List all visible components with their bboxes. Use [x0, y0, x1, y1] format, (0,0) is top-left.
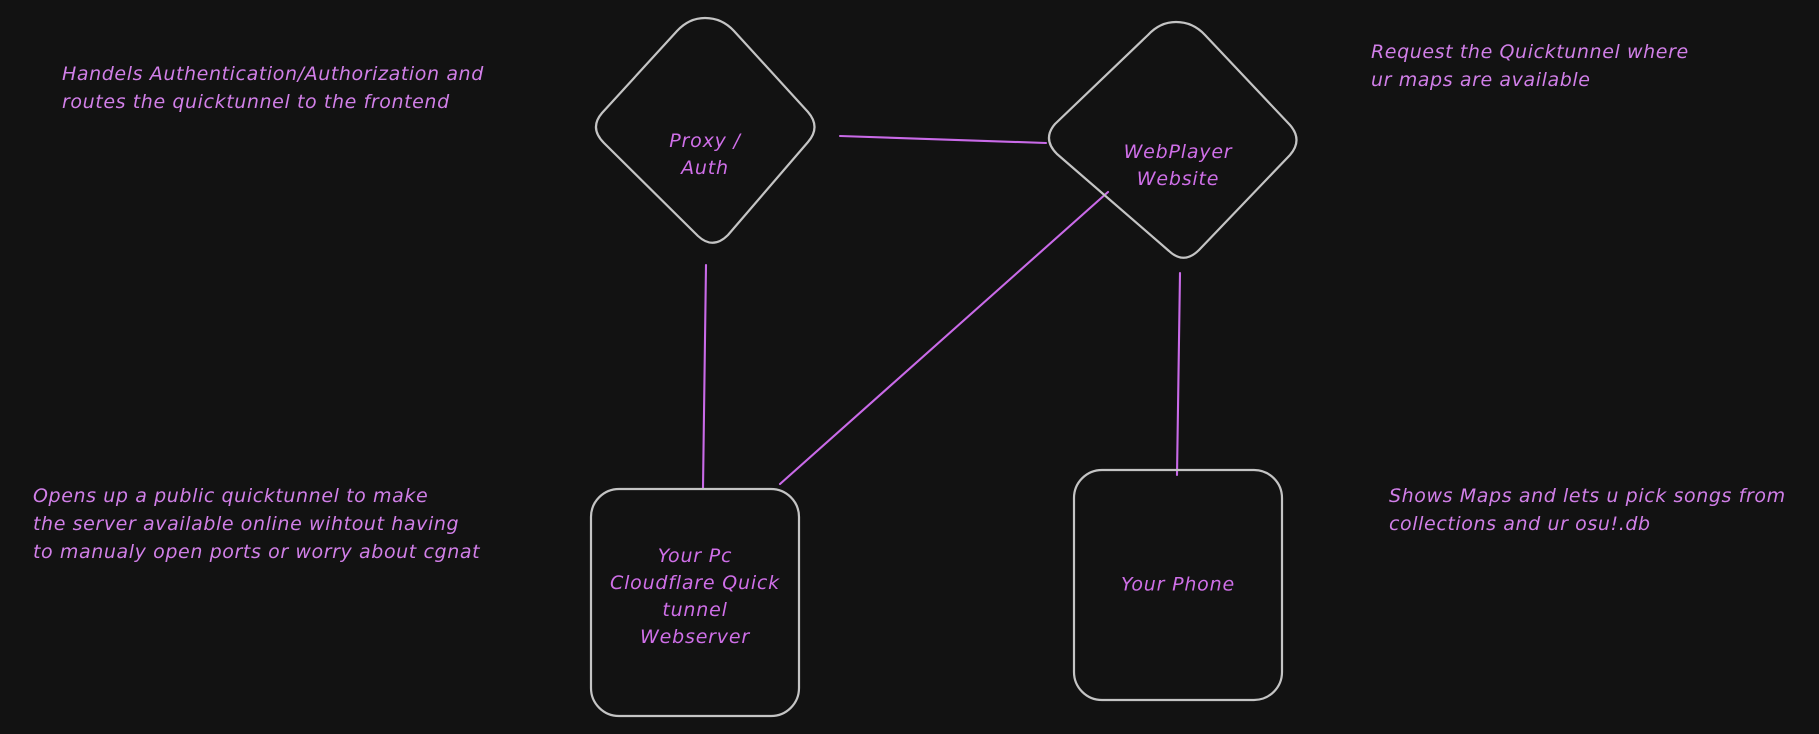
annotation-your-phone: Shows Maps and lets u pick songs from co… [1389, 485, 1786, 535]
node-webplayer-website-shape[interactable] [1047, 20, 1298, 259]
node-your-pc-shape[interactable] [589, 487, 801, 718]
edge-webplayer-to-your-pc[interactable] [778, 190, 1110, 486]
node-your-phone-shape[interactable] [1072, 468, 1284, 702]
node-proxy-auth-shape[interactable] [594, 16, 816, 244]
edge-proxy-to-your-pc[interactable] [701, 263, 708, 490]
annotation-proxy-auth: Handels Authentication/Authorization and… [62, 63, 484, 113]
node-layer [589, 16, 1298, 718]
edge-webplayer-to-your-phone[interactable] [1175, 271, 1182, 477]
edge-proxy-to-webplayer[interactable] [838, 134, 1048, 145]
edge-layer [701, 134, 1182, 490]
annotation-webplayer-website: Request the Quicktunnel where ur maps ar… [1371, 41, 1689, 91]
annotation-your-pc: Opens up a public quicktunnel to make th… [33, 485, 481, 563]
